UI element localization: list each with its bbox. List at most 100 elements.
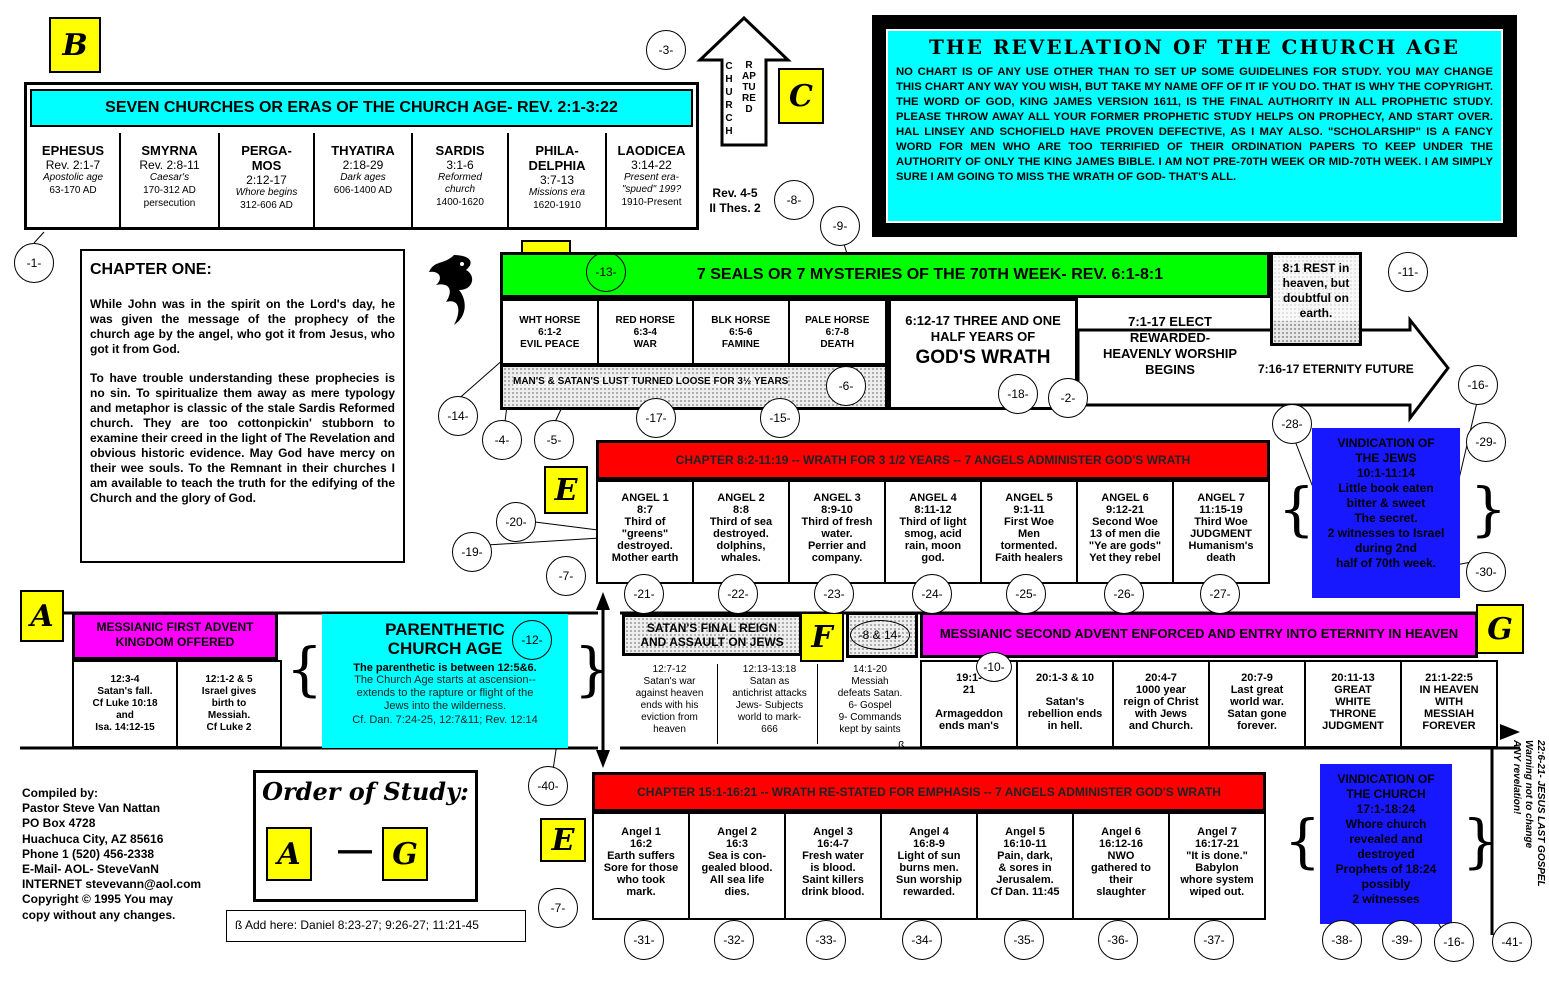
horse-ref: 6:7-8: [825, 327, 849, 338]
horse-text: DEATH: [820, 339, 855, 350]
brace-left-3: {: [1284, 807, 1321, 875]
parenthetic-l1: The parenthetic is between 12:5&6.: [353, 662, 537, 674]
marker-3: -3-: [646, 30, 686, 70]
cell-text: 19:1- 21 Armageddon ends man's: [935, 672, 1003, 732]
cell-text: ANGEL 7 11:15-19 Third Woe JUDGMENT Huma…: [1188, 492, 1254, 564]
marker-10: -10-: [976, 652, 1012, 682]
marker-12: -12-: [512, 620, 552, 660]
revelation-body: NO CHART IS OF ANY USE OTHER THAN TO SET…: [896, 66, 1493, 183]
church-ref: Rev. 2:1-7: [45, 158, 101, 172]
cell-item: ANGEL 2 8:8 Third of sea destroyed. dolp…: [692, 480, 790, 584]
tag-a: A: [20, 590, 64, 642]
cell-item: ANGEL 7 11:15-19 Third Woe JUDGMENT Huma…: [1172, 480, 1270, 584]
marker-26: -26-: [1104, 574, 1144, 614]
chapter8-angels-row: ANGEL 1 8:7 Third of "greens" destroyed.…: [596, 480, 1270, 584]
church-name: THYATIRA: [331, 143, 395, 158]
horse-name: WHT HORSE: [519, 315, 581, 326]
church-ref: 2:12-17: [246, 173, 287, 187]
horse-name: PALE HORSE: [805, 315, 870, 326]
cell-text: Angel 2 16:3 Sea is con- gealed blood. A…: [701, 826, 773, 898]
cell-item: 12:3-4 Satan's fall. Cf Luke 10:18 and I…: [72, 660, 178, 748]
order-dash: —: [338, 831, 372, 869]
beta-mark: ß: [898, 740, 905, 752]
marker-29: -29-: [1466, 422, 1506, 462]
f-cell: 12:13-13:18 Satan as antichrist attacks …: [722, 664, 818, 744]
tag-b: B: [49, 17, 101, 73]
section-g-title: MESSIANIC SECOND ADVENT ENFORCED AND ENT…: [920, 612, 1478, 658]
cell-text: Angel 1 16:2 Earth suffers Sore for thos…: [603, 826, 679, 898]
cell-item: 12:1-2 & 5 Israel gives birth to Messiah…: [176, 660, 282, 748]
marker-14: -14-: [438, 396, 478, 436]
marker-13: -13-: [586, 252, 626, 292]
add-here-text: ß Add here: Daniel 8:23-27; 9:26-27; 11:…: [235, 918, 479, 932]
marker-38: -38-: [1322, 920, 1362, 960]
cell-text: Angel 5 16:10-11 Pain, dark, & sores in …: [990, 826, 1060, 898]
marker-15: -15-: [760, 398, 800, 438]
chapter-one-box: CHAPTER ONE: While John was in the spiri…: [80, 249, 405, 563]
tag-e-2: E: [540, 818, 586, 862]
parenthetic-l3: Cf. Dan. 7:24-25, 12:7&11; Rev. 12:14: [352, 714, 538, 726]
horse-text: EVIL PEACE: [520, 339, 580, 350]
cell-text: Angel 6 16:12-16 NWO gathered to their s…: [1091, 826, 1151, 898]
brace-left-1: {: [1278, 475, 1315, 543]
rest-box: 8:1 REST in heaven, but doubtful on eart…: [1270, 252, 1362, 346]
chapter15-title: CHAPTER 15:1-16:21 -- WRATH RE-STATED FO…: [592, 772, 1266, 812]
cell-item: 20:1-3 & 10 Satan's rebellion ends in he…: [1016, 660, 1114, 748]
church-ref: 3:7-13: [539, 173, 575, 187]
marker-34: -34-: [902, 920, 942, 960]
tag-f: F: [800, 612, 844, 662]
tag-e-1: E: [544, 466, 588, 514]
marker-30: -30-: [1466, 552, 1506, 592]
marker-40: -40-: [528, 766, 568, 806]
order-from: A: [266, 827, 312, 881]
church-note: Apostolic age: [42, 172, 104, 183]
cell-text: 12:3-4 Satan's fall. Cf Luke 10:18 and I…: [92, 674, 158, 733]
parenthetic-title: PARENTHETIC CHURCH AGE: [385, 620, 505, 658]
elect-text: 7:1-17 ELECT REWARDED- HEAVENLY WORSHIP …: [1102, 314, 1238, 377]
church-ref: 3:1-6: [446, 158, 474, 172]
brace-right-2: }: [574, 635, 611, 703]
marker-28: -28-: [1272, 404, 1312, 444]
wrath-box: 6:12-17 THREE AND ONE HALF YEARS OF GOD'…: [888, 298, 1078, 410]
church-note: Whore begins: [235, 187, 298, 198]
marker-22: -22-: [718, 574, 758, 614]
eternity-text: 7:16-17 ETERNITY FUTURE: [1258, 362, 1414, 376]
cell-item: 21:1-22:5 IN HEAVEN WITH MESSIAH FOREVER: [1400, 660, 1498, 748]
horse-ref: 6:1-2: [538, 327, 562, 338]
cell-text: 20:7-9 Last great world war. Satan gone …: [1227, 672, 1287, 732]
add-here-box: ß Add here: Daniel 8:23-27; 9:26-27; 11:…: [226, 910, 526, 942]
section-f-cells: 12:7-12 Satan's war against heaven ends …: [622, 664, 922, 744]
church-dates: 1910-Present: [621, 197, 682, 208]
compiled-by: Compiled by: Pastor Steve Van Nattan PO …: [22, 786, 202, 922]
rapture-left-text: CHURCH: [725, 61, 733, 137]
chapter8-title: CHAPTER 8:2-11:19 -- WRATH FOR 3 1/2 YEA…: [596, 440, 1270, 480]
revelation-box: THE REVELATION OF THE CHURCH AGE NO CHAR…: [872, 15, 1517, 237]
marker-20: -20-: [496, 502, 536, 542]
cell-item: Angel 2 16:3 Sea is con- gealed blood. A…: [688, 812, 786, 920]
church-dates: 1620-1910: [533, 200, 581, 211]
cell-item: ANGEL 1 8:7 Third of "greens" destroyed.…: [596, 480, 694, 584]
section-f-title: SATAN'S FINAL REIGN AND ASSAULT ON JEWS: [622, 614, 802, 656]
horse-ref: 6:3-4: [633, 327, 657, 338]
vindication-jews: VINDICATION OF THE JEWS 10:1-11:14 Littl…: [1312, 428, 1460, 598]
tag-c: C: [778, 68, 824, 124]
marker-2: -2-: [1048, 378, 1088, 418]
marker-9: -9-: [820, 206, 860, 246]
cell-text: Angel 4 16:8-9 Light of sun burns men. S…: [896, 826, 962, 898]
cell-text: ANGEL 6 9:12-21 Second Woe 13 of men die…: [1088, 492, 1162, 564]
church-note: Reformed church: [438, 172, 482, 195]
marker-23: -23-: [814, 574, 854, 614]
cell-text: ANGEL 1 8:7 Third of "greens" destroyed.…: [611, 492, 679, 564]
church-name: EPHESUS: [41, 143, 105, 158]
marker-33: -33-: [806, 920, 846, 960]
brace-right-3: }: [1462, 807, 1499, 875]
cell-item: Angel 6 16:12-16 NWO gathered to their s…: [1072, 812, 1170, 920]
church-note: Dark ages: [340, 172, 386, 183]
section-a-title: MESSIANIC FIRST ADVENT KINGDOM OFFERED: [72, 612, 278, 660]
